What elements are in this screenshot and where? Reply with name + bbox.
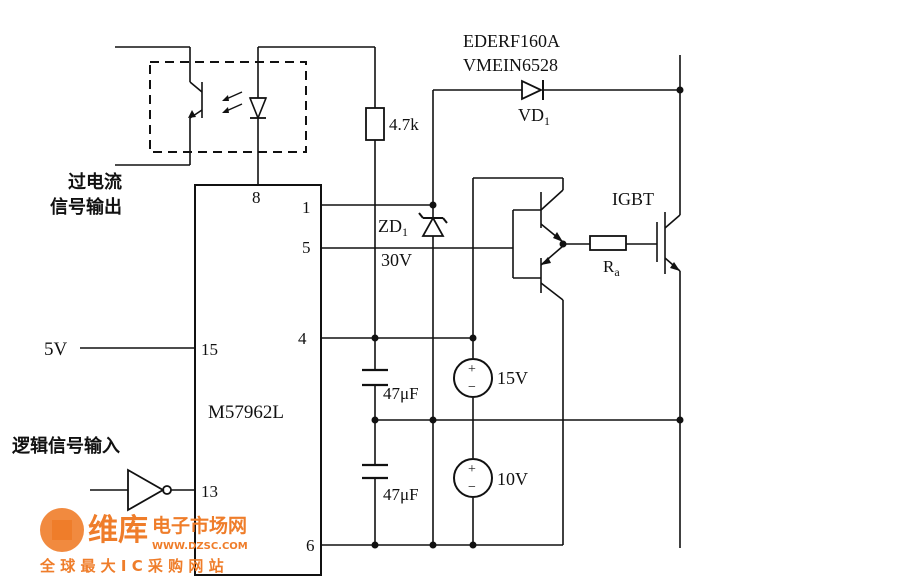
watermark-url: WWW.DZSC.COM [152,541,248,552]
label-resistor-4k7: 4.7k [389,115,419,134]
label-logic-input: 逻辑信号输入 [12,435,120,457]
pin-13: 13 [201,482,218,501]
label-5v: 5V [44,339,68,360]
label-zener-voltage: 30V [381,250,412,270]
watermark-slogan: 全 球 最 大 I C 采 购 网 站 [39,557,224,575]
pin-4: 4 [298,329,307,348]
label-overcurrent-1: 过电流 [68,171,122,193]
wires [80,46,681,576]
minus-sign-10v: − [468,480,476,495]
plus-sign-15v: + [468,362,476,377]
label-10v: 10V [497,469,528,489]
label-overcurrent-2: 信号输出 [50,196,122,218]
optocoupler-box [149,61,307,153]
plus-sign-10v: + [468,462,476,477]
watermark: 维库 电子市场网 WWW.DZSC.COM 全 球 最 大 I C 采 购 网 … [39,508,248,575]
watermark-brand: 维库 [88,513,148,548]
ic-body [194,184,322,576]
label-zener: ZD1 [378,216,408,239]
minus-sign-15v: − [468,380,476,395]
resistor-4k7-body [365,107,385,141]
voltage-source-10v [453,458,493,498]
pin-1: 1 [302,198,311,217]
chip-logo-icon [40,508,84,552]
pin-5: 5 [302,238,311,257]
label-diode-part2: VMEIN6528 [463,55,558,75]
pin-15: 15 [201,340,218,359]
ic-name: M57962L [208,402,284,423]
pin-8: 8 [252,188,261,207]
label-vd1: VD1 [518,105,550,128]
label-cap-top: 47μF [383,384,419,403]
label-igbt: IGBT [612,189,654,209]
label-gate-resistor: Ra [603,257,620,279]
label-cap-bottom: 47μF [383,485,419,504]
voltage-source-15v [453,358,493,398]
label-diode-part1: EDERF160A [463,31,560,51]
pin-6: 6 [306,536,315,555]
symbols-filled [127,79,684,549]
label-15v: 15V [497,368,528,388]
gate-resistor-body [589,235,627,251]
watermark-site-name: 电子市场网 [152,514,247,537]
